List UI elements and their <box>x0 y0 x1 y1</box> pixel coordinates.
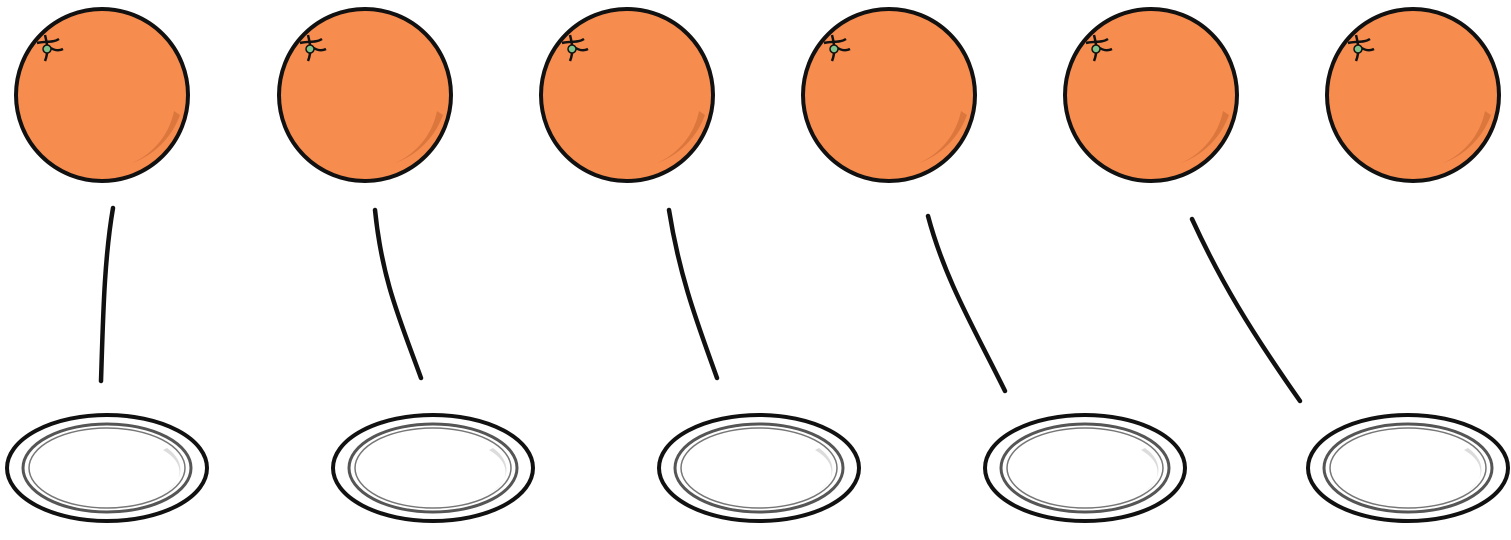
orange-body <box>539 7 715 183</box>
orange-icon[interactable] <box>801 7 977 183</box>
plate-well-inner <box>680 427 838 509</box>
plate-well-inner <box>1329 427 1487 509</box>
orange-body <box>277 7 453 183</box>
plate-well-outer <box>999 422 1171 514</box>
orange-row <box>14 7 1501 183</box>
connector-line <box>666 207 720 381</box>
orange-stem-icon <box>36 34 64 62</box>
plate-well-inner <box>1006 427 1164 509</box>
orange-stem-icon <box>823 34 851 62</box>
orange-stem-icon <box>299 34 327 62</box>
plate-well-outer <box>347 422 519 514</box>
plate-well-inner <box>28 427 186 509</box>
orange-icon[interactable] <box>539 7 715 183</box>
connector-line <box>372 207 424 381</box>
orange-icon[interactable] <box>14 7 190 183</box>
orange-shade <box>919 111 967 163</box>
plate-well-outer <box>21 422 193 514</box>
plate-icon[interactable] <box>331 413 535 523</box>
connector-line <box>1189 216 1303 404</box>
orange-shade <box>1443 111 1491 163</box>
connector-lines <box>98 205 1303 404</box>
orange-icon[interactable] <box>1325 7 1501 183</box>
orange-shade <box>132 111 180 163</box>
plate-icon[interactable] <box>1306 413 1510 523</box>
orange-shade <box>395 111 443 163</box>
plate-icon[interactable] <box>983 413 1187 523</box>
connector-line <box>925 213 1008 394</box>
plate-well-outer <box>1322 422 1494 514</box>
orange-shade <box>1181 111 1229 163</box>
orange-body <box>1325 7 1501 183</box>
orange-icon[interactable] <box>277 7 453 183</box>
plate-icon[interactable] <box>657 413 861 523</box>
orange-stem-icon <box>1085 34 1113 62</box>
orange-body <box>14 7 190 183</box>
plate-row <box>5 413 1510 523</box>
orange-body <box>1063 7 1239 183</box>
plate-well-inner <box>354 427 512 509</box>
orange-stem-icon <box>561 34 589 62</box>
orange-stem-icon <box>1347 34 1375 62</box>
orange-shade <box>657 111 705 163</box>
orange-icon[interactable] <box>1063 7 1239 183</box>
connector-line <box>98 205 116 384</box>
orange-body <box>801 7 977 183</box>
plate-well-outer <box>673 422 845 514</box>
plate-icon[interactable] <box>5 413 209 523</box>
